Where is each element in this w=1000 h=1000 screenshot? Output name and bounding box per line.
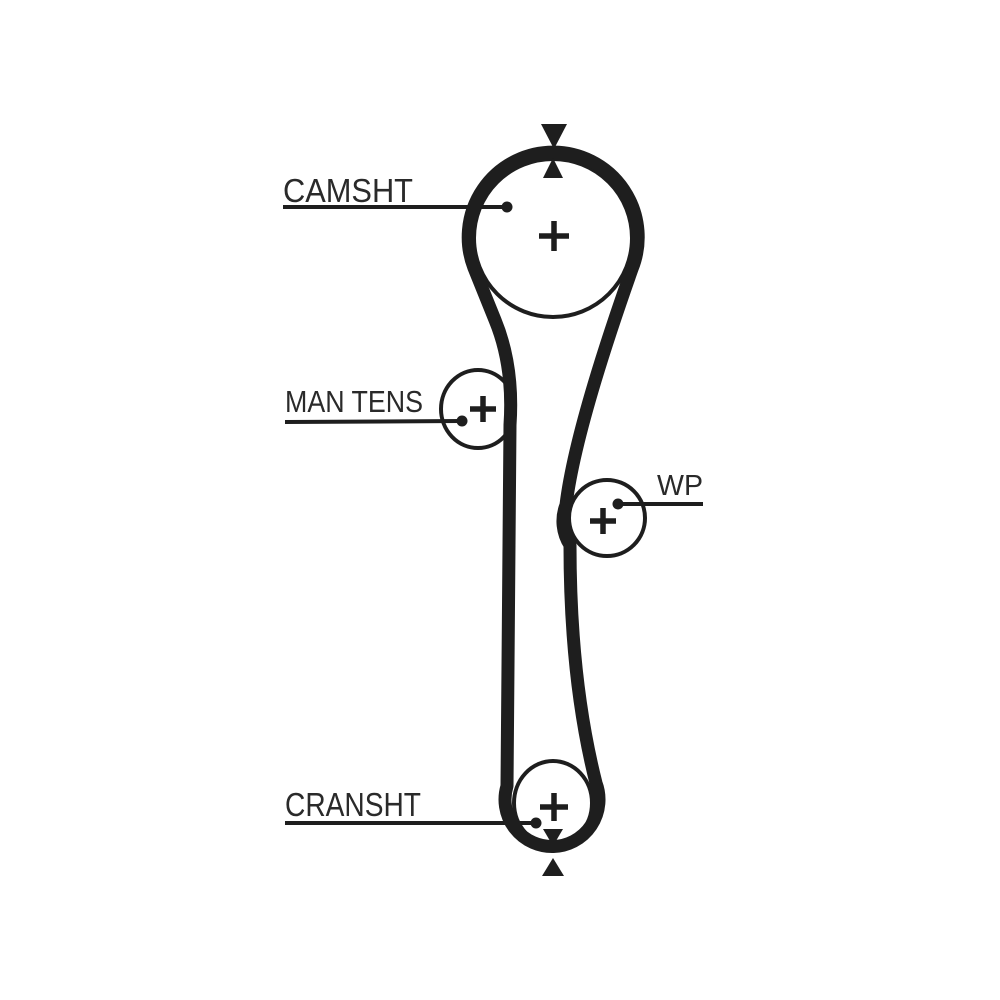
tensioner-leader-line [284, 419, 463, 424]
label-layer: CAMSHT MAN TENS WP CRANSHT [283, 172, 703, 823]
tensioner-center-cross [470, 396, 496, 422]
filled-layer [456, 124, 624, 876]
water-pump-pulley-circle [567, 478, 647, 558]
water-pump-center-cross [590, 508, 616, 534]
outline-layer [283, 145, 703, 854]
tensioner-label: MAN TENS [285, 384, 423, 419]
bottom-outer-arrow-up-icon [542, 858, 564, 876]
camshaft-center-cross [539, 221, 569, 251]
water-pump-label: WP [657, 470, 703, 502]
crankshaft-center-cross [540, 793, 568, 821]
crankshaft-leader-dot [530, 817, 542, 829]
top-outer-arrow-down-icon [541, 124, 567, 149]
water-pump-leader-dot [612, 498, 624, 510]
camshaft-label: CAMSHT [283, 172, 413, 209]
camshaft-leader-dot [501, 201, 513, 213]
timing-belt-path [461, 145, 645, 854]
top-inner-arrow-up-icon [543, 158, 563, 178]
bottom-inner-arrow-down-icon [543, 829, 563, 846]
tensioner-leader-dot [456, 415, 468, 427]
crankshaft-label: CRANSHT [285, 786, 421, 823]
